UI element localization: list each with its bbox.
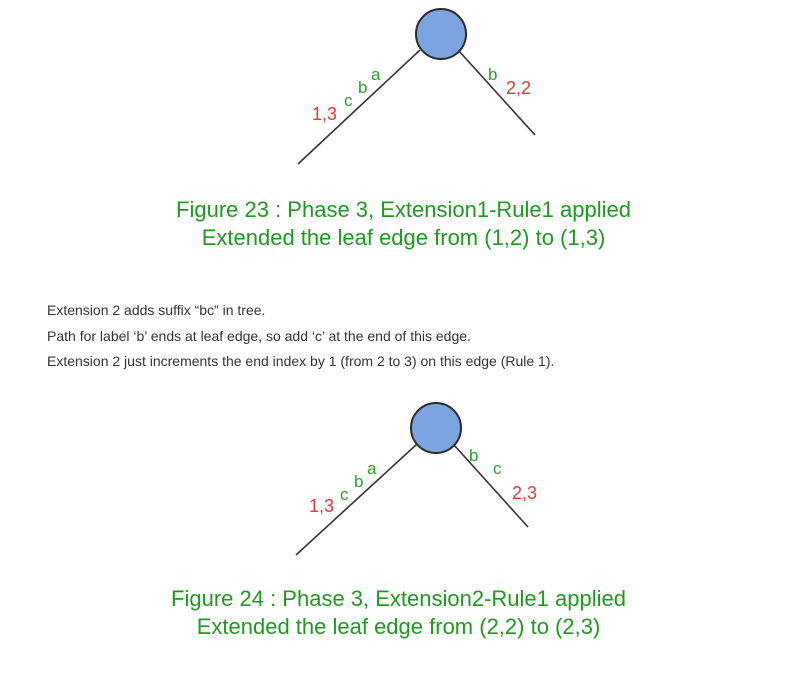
right-edge-char-b: b <box>469 446 478 465</box>
left-edge-line <box>297 49 421 165</box>
explanation-line: Path for label ‘b’ ends at leaf edge, so… <box>47 327 471 344</box>
explanation-text: Extension 2 adds suffix “bc” in tree. Pa… <box>47 300 767 377</box>
right-edge-range: 2,2 <box>506 78 531 98</box>
figure-23-caption-subtitle: Extended the leaf edge from (1,2) to (1,… <box>201 225 606 250</box>
figure-24-caption-title: Figure 24 : Phase 3, Extension2-Rule1 ap… <box>171 586 626 611</box>
figure-23-tree: a b c 1,3 b 2,2 <box>297 8 536 165</box>
root-node <box>410 402 462 454</box>
right-edge-char-c: c <box>493 459 502 478</box>
figure-23-caption-title: Figure 23 : Phase 3, Extension1-Rule1 ap… <box>176 197 631 222</box>
right-edge-line <box>458 50 536 136</box>
left-edge-range: 1,3 <box>312 104 337 124</box>
left-edge-char-a: a <box>371 65 381 84</box>
left-edge-char-b: b <box>354 472 363 491</box>
explanation-line: Extension 2 adds suffix “bc” in tree. <box>47 302 266 318</box>
figure-23-caption: Figure 23 : Phase 3, Extension1-Rule1 ap… <box>8 196 791 252</box>
explanation-line: Extension 2 just increments the end inde… <box>47 353 555 369</box>
left-edge-char-c: c <box>340 485 349 504</box>
right-edge-line <box>453 444 529 528</box>
left-edge-line <box>295 443 418 556</box>
right-edge-range: 2,3 <box>512 483 537 503</box>
left-edge-char-a: a <box>367 459 377 478</box>
left-edge-char-c: c <box>344 91 353 110</box>
figure-24-caption-subtitle: Extended the leaf edge from (2,2) to (2,… <box>196 614 601 639</box>
right-edge-char-b: b <box>488 65 497 84</box>
left-edge-char-b: b <box>358 78 367 97</box>
figure-24-caption: Figure 24 : Phase 3, Extension2-Rule1 ap… <box>3 585 791 641</box>
figure-24-tree: a b c 1,3 b c 2,3 <box>295 402 537 556</box>
root-node <box>415 8 467 60</box>
left-edge-range: 1,3 <box>309 496 334 516</box>
